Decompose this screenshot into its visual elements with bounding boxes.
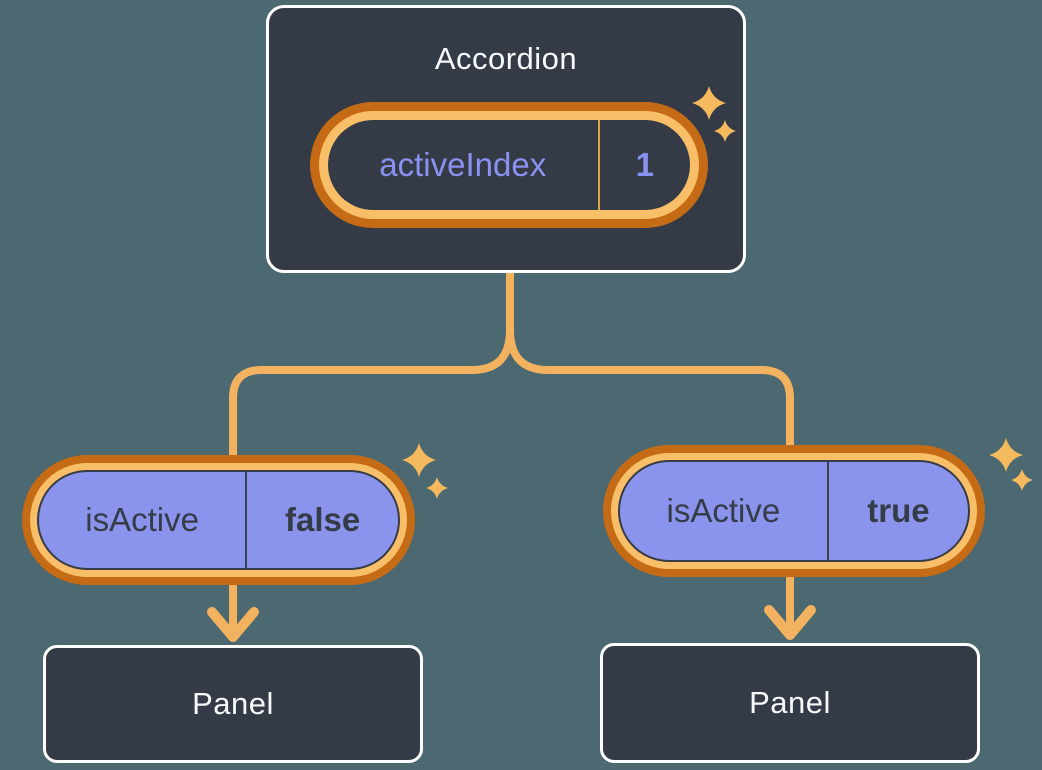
connector-accordion-to-right-pill	[506, 264, 794, 456]
prop-pill-body: isActive true	[618, 460, 970, 562]
sparkle-icon	[989, 438, 1033, 491]
prop-pill-glow-ring: isActive true	[611, 453, 977, 569]
accordion-title: Accordion	[434, 41, 578, 76]
prop-name: isActive	[85, 501, 199, 538]
prop-pill-right: isActive true	[603, 445, 985, 577]
state-pill: activeIndex 1	[310, 102, 708, 228]
prop-pill-divider	[826, 462, 829, 560]
prop-value: true	[867, 492, 930, 529]
connector-accordion-to-left-pill	[229, 264, 514, 466]
prop-pill-glow-ring: isActive false	[30, 463, 407, 577]
arrow-down-icon	[764, 605, 816, 640]
prop-pill-body: isActive false	[37, 470, 400, 570]
panel-node-right: Panel	[600, 643, 980, 763]
panel-node-left: Panel	[43, 645, 423, 763]
sparkle-icon	[402, 443, 448, 499]
state-name: activeIndex	[379, 146, 547, 183]
prop-name: isActive	[666, 492, 781, 529]
arrow-down-icon	[207, 607, 259, 642]
state-pill-divider	[597, 120, 600, 210]
prop-pill-left: isActive false	[22, 455, 415, 585]
state-value: 1	[635, 146, 654, 183]
state-pill-glow-ring: activeIndex 1	[319, 111, 699, 219]
prop-pill-divider	[245, 472, 248, 568]
panel-label: Panel	[749, 685, 831, 720]
prop-value: false	[285, 501, 361, 538]
state-pill-body: activeIndex 1	[328, 120, 690, 210]
panel-label: Panel	[192, 686, 274, 721]
